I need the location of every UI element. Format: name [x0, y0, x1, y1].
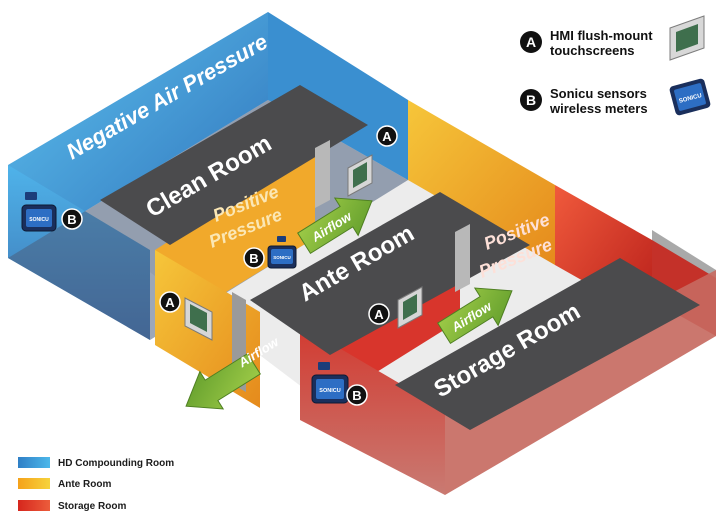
- key-a-line1: HMI flush-mount: [550, 28, 653, 43]
- svg-text:A: A: [382, 129, 392, 144]
- svg-text:B: B: [352, 388, 361, 403]
- legend-swatch-ante: [18, 478, 50, 489]
- marker-b-ante: B: [243, 247, 265, 269]
- legend-label-hd-compounding: HD Compounding Room: [58, 458, 174, 469]
- key-marker-a-circle: [520, 31, 542, 53]
- legend-swatch-hd-compounding: [18, 457, 50, 468]
- sonicu-label-storage: SONICU: [319, 388, 340, 394]
- legend-swatch-storage: [18, 500, 50, 511]
- hmi-touchscreen-storage: [397, 286, 423, 329]
- marker-a-ante-back: A: [376, 125, 398, 147]
- key-b-line2: wireless meters: [549, 101, 648, 116]
- storage-room-front-wall: [300, 325, 445, 495]
- svg-text:B: B: [249, 251, 258, 266]
- clean-room-back-wall: [8, 12, 268, 258]
- key-sensor-icon: SONICU: [669, 78, 711, 116]
- clean-room-floor-strip: [100, 85, 368, 245]
- clean-room-right-wall: [268, 12, 408, 180]
- key-sensor-label: SONICU: [678, 93, 702, 105]
- sonicu-sensor-clean: SONICU: [21, 192, 57, 232]
- sonicu-sensor-storage: SONICU: [311, 362, 349, 404]
- ante-room-back-wall: [408, 100, 555, 265]
- door-clean-ante: [315, 140, 330, 208]
- storage-room-floor: [395, 258, 700, 430]
- device-key: A HMI flush-mount touchscreens B Sonicu …: [505, 15, 720, 125]
- sonicu-label-ante: SONICU: [273, 255, 291, 260]
- key-marker-a: A: [526, 34, 536, 50]
- key-marker-b-circle: [520, 89, 542, 111]
- key-b-line1: Sonicu sensors: [550, 86, 647, 101]
- room-legend: HD Compounding Room Ante Room Storage Ro…: [18, 457, 174, 512]
- svg-text:A: A: [374, 307, 384, 322]
- legend-label-storage: Storage Room: [58, 501, 126, 512]
- marker-b-storage: B: [346, 384, 368, 406]
- key-a-line2: touchscreens: [550, 43, 635, 58]
- svg-text:A: A: [165, 295, 175, 310]
- hmi-touchscreen-ante-front: [184, 297, 213, 341]
- svg-text:B: B: [67, 212, 76, 227]
- sonicu-label-clean: SONICU: [29, 217, 49, 223]
- key-touchscreen-icon: [669, 15, 705, 61]
- marker-a-ante-front: A: [159, 291, 181, 313]
- legend-label-ante: Ante Room: [58, 479, 111, 490]
- key-marker-b: B: [526, 92, 536, 108]
- sonicu-sensor-ante: SONICU: [267, 236, 297, 269]
- hmi-touchscreen-ante-back: [347, 154, 373, 197]
- door-ante-storage: [455, 224, 470, 292]
- marker-b-clean: B: [61, 208, 83, 230]
- marker-a-storage: A: [368, 303, 390, 325]
